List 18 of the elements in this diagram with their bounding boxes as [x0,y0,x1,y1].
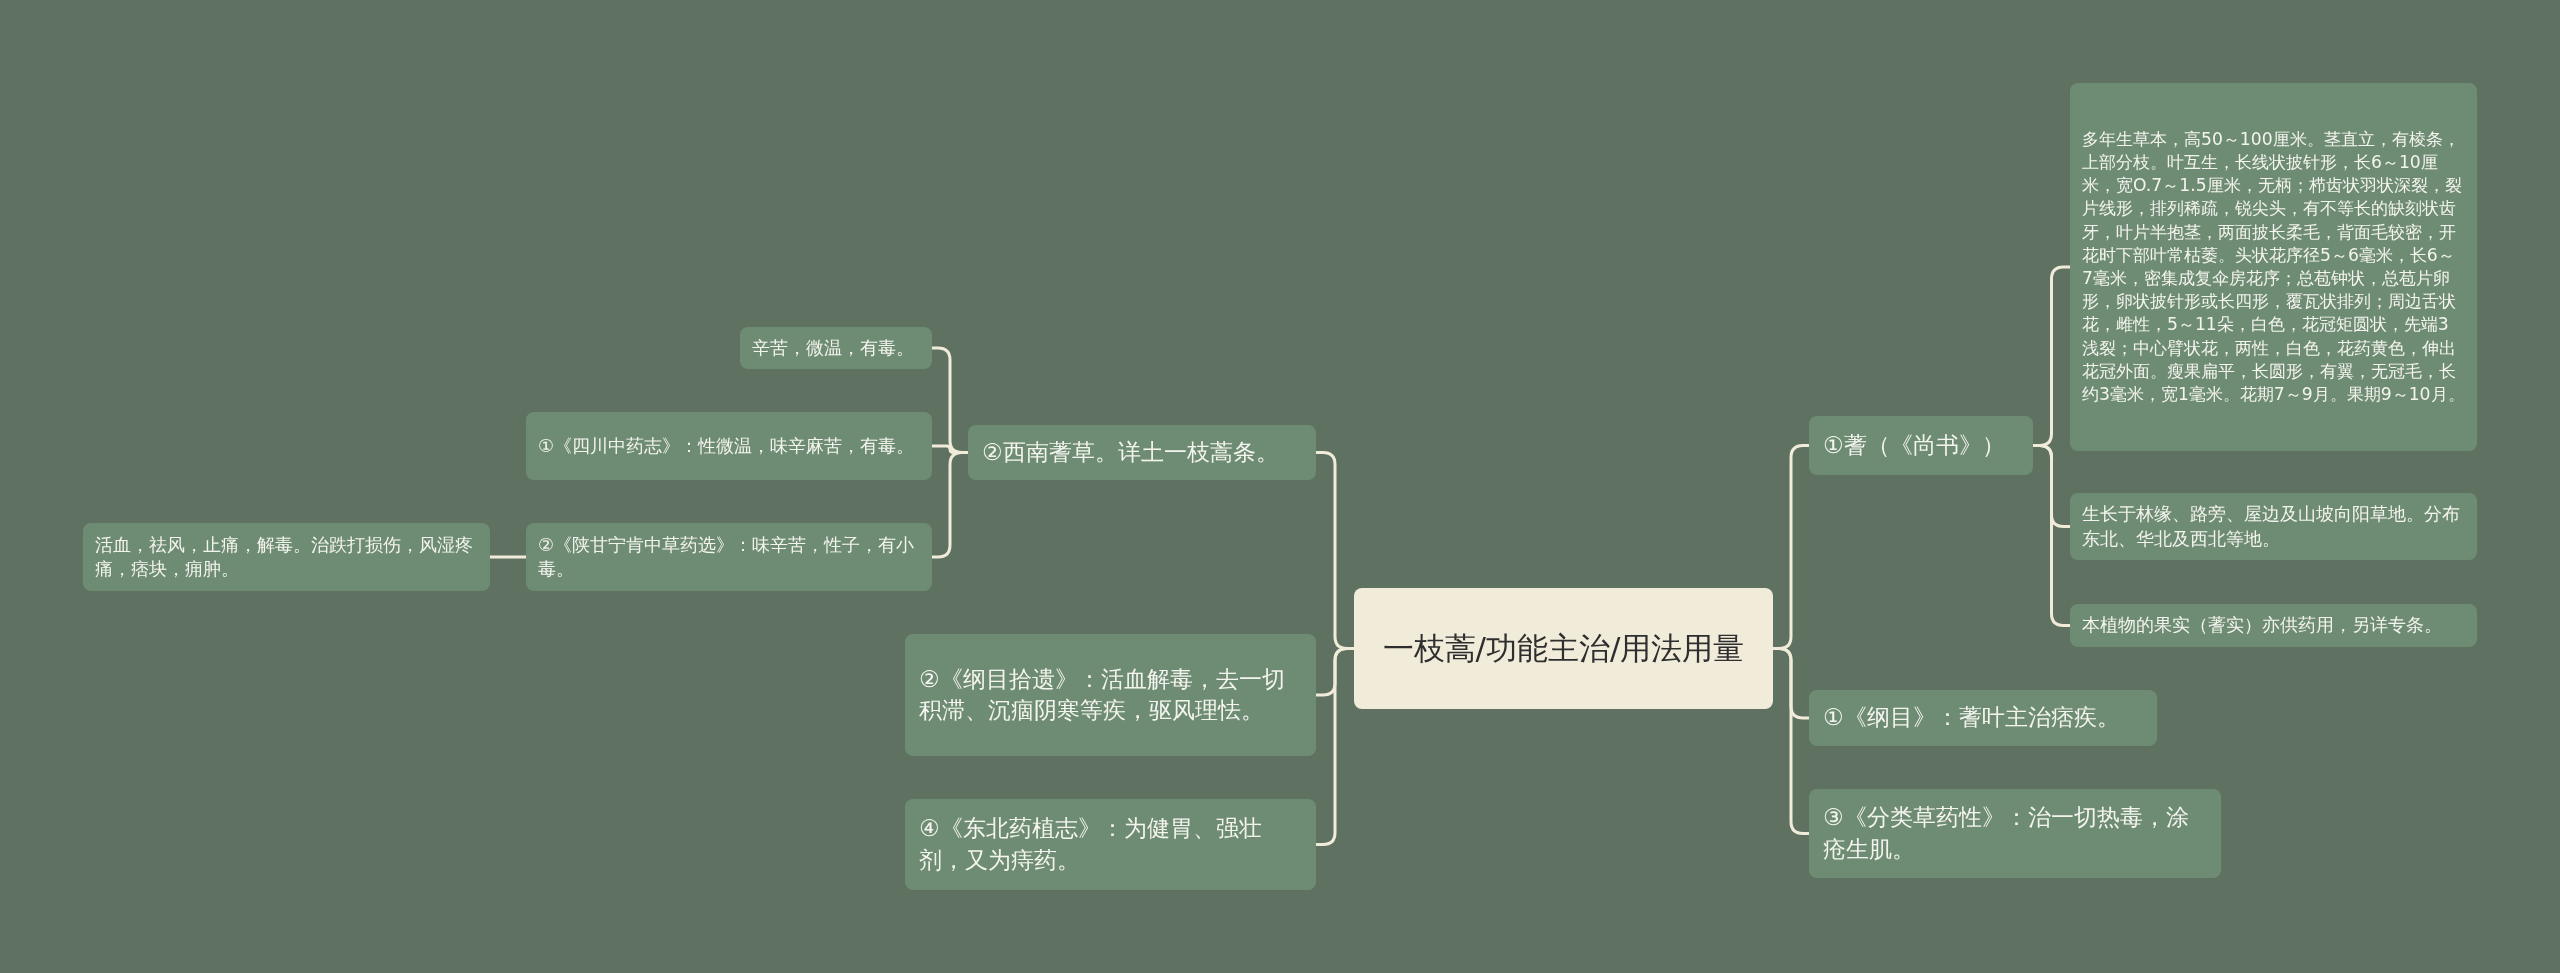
connector-line [1316,647,1354,846]
connector-line [490,555,526,559]
central-topic-box: 一枝蒿/功能主治/用法用量 [1354,588,1773,709]
subtopic-box: 多年生草本，高50～100厘米。茎直立，有棱条，上部分枝。叶互生，长线状披针形，长6～10厘米，宽O.7～1.5厘米，无柄；栉齿状羽状深裂，裂片线形，排列稀疏，锐尖头，有不等长的缺刻状齿牙，叶片半抱茎，两面披长柔毛，背面毛较密，开花时下部叶常枯萎。头状花序径5～6毫米，长6～7毫米，密集成复伞房花序；总苞钟状，总苞片卵形，卵状披针形或长四形，覆瓦状排列；周边舌状花，雌性，5～11朵，白色，花冠矩圆状，先端3浅裂；中心臂状花，两性，白色，花药黄色，伸出花冠外面。瘦果扁平，长圆形，有翼，无冠毛，长约3毫米，宽1毫米。花期7～9月。果期9～10月。 [2070,83,2477,451]
topic-box: ①《纲目》：蓍叶主治痞疾。 [1809,690,2157,746]
subtopic-box: 活血，祛风，止痛，解毒。治跌打损伤，风湿疼痛，痞块，痈肿。 [83,523,490,591]
subtopic-box: ②《陕甘宁肯中草药选》：味辛苦，性子，有小毒。 [526,523,932,591]
connector-line [1773,647,1809,835]
connector-line [2033,444,2070,627]
topic-box: ④《东北药植志》：为健胃、强壮剂，又为痔药。 [905,799,1316,890]
topic-box: ②《纲目拾遗》：活血解毒，去一切积滞、沉痼阴寒等疾，驱风理怯。 [905,634,1316,756]
topic-box: ②西南蓍草。详土一枝蒿条。 [968,425,1316,480]
subtopic-box: 生长于林缘、路旁、屋边及山坡向阳草地。分布东北、华北及西北等地。 [2070,493,2477,560]
subtopic-box: 本植物的果实（蓍实）亦供药用，另详专条。 [2070,604,2477,647]
topic-box: ①蓍（《尚书》） [1809,416,2033,475]
topic-box: ③《分类草药性》：治一切热毒，涂疮生肌。 [1809,789,2221,878]
subtopic-box: 辛苦，微温，有毒。 [740,327,932,369]
subtopic-box: ①《四川中药志》：性微温，味辛麻苦，有毒。 [526,412,932,480]
